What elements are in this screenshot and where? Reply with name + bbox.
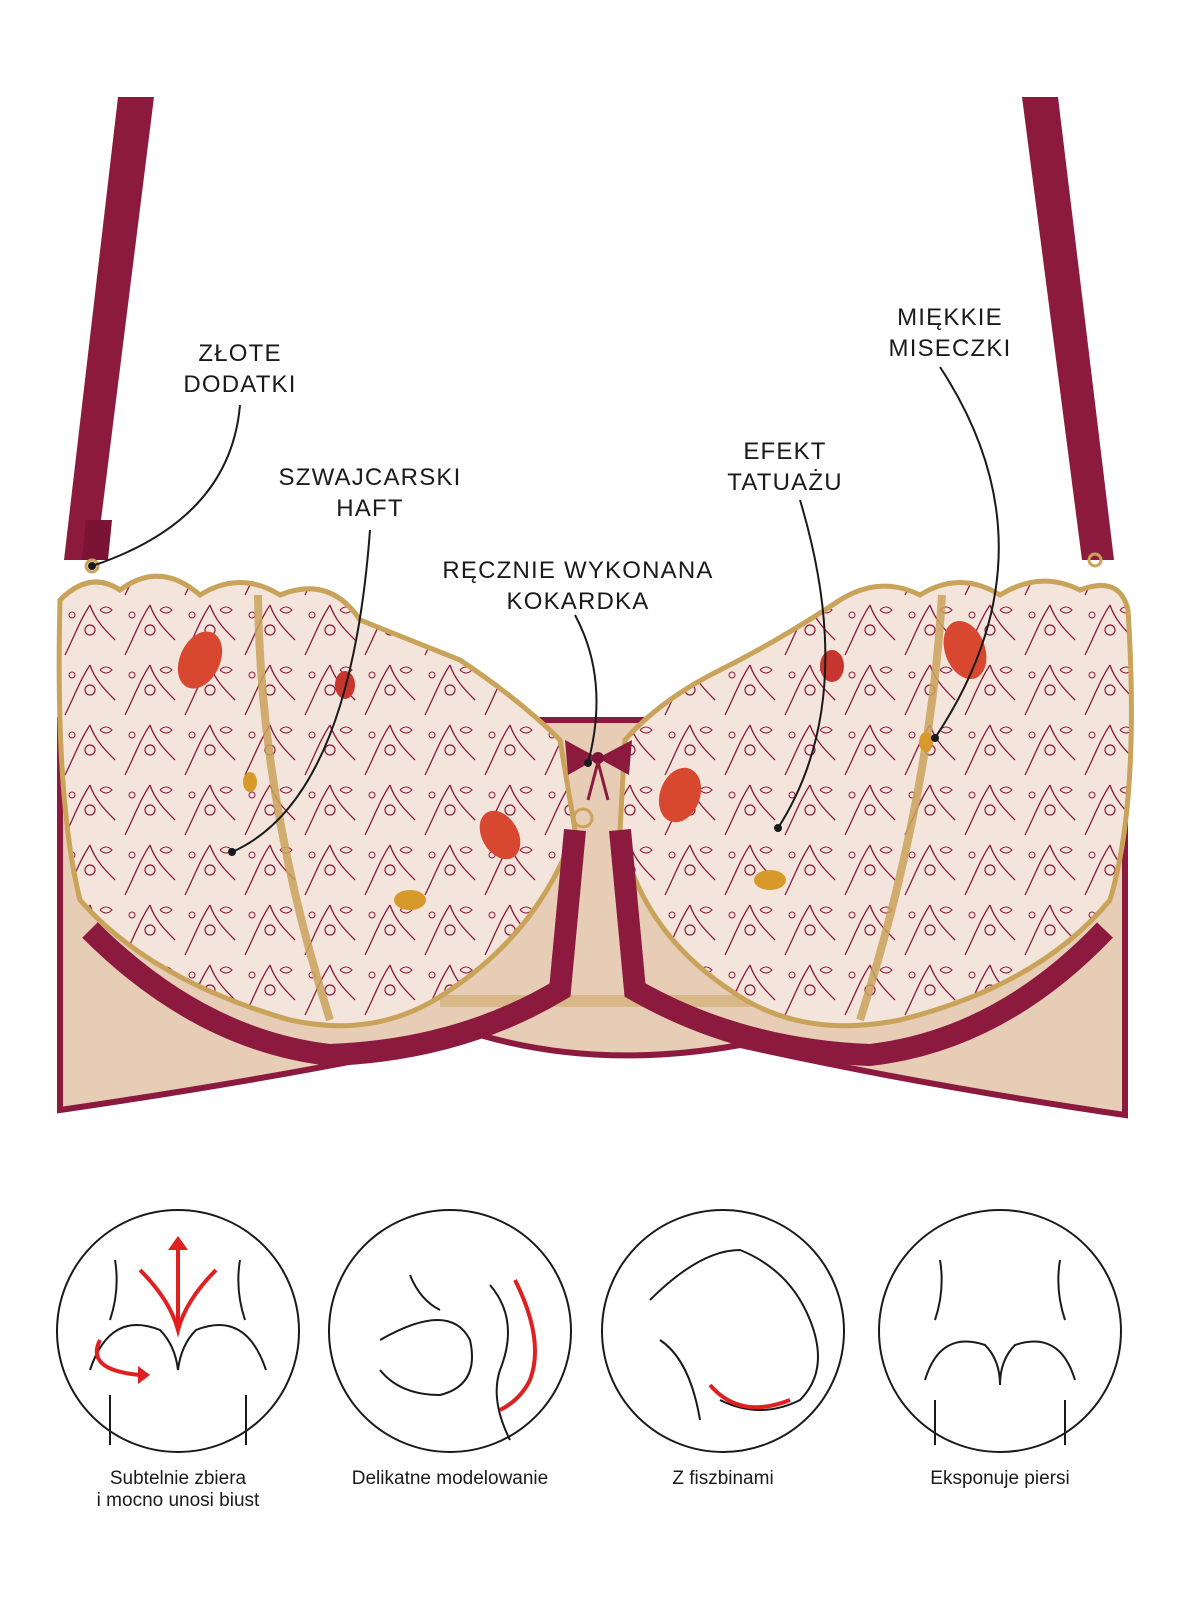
callout-dots	[88, 562, 939, 856]
gold-charm	[572, 807, 594, 829]
callout-swiss-embroidery-line1: SZWAJCARSKI	[278, 464, 462, 491]
right-underwire	[609, 828, 1113, 1067]
right-cup-seam	[856, 594, 946, 1022]
feature-icon-modeling	[328, 1209, 572, 1453]
feature-icon-expose	[878, 1209, 1122, 1453]
left-underwire	[82, 828, 586, 1067]
feature-label-modeling-line1: Delikatne modelowanie	[351, 1468, 549, 1489]
feature-label-expose: Eksponuje piersi	[900, 1468, 1100, 1490]
feature-icon-underwire	[601, 1209, 845, 1453]
feature-label-lift-line1: Subtelnie zbiera	[109, 1468, 247, 1489]
left-strap	[64, 97, 154, 560]
callout-tattoo-effect: EFEKT TATUAŻU	[715, 436, 855, 498]
callout-soft-cups-line2: MISECZKI	[888, 335, 1012, 362]
feature-label-underwire: Z fiszbinami	[623, 1468, 823, 1490]
callout-gold-accents-line2: DODATKI	[183, 371, 297, 398]
callout-handmade-bow: RĘCZNIE WYKONANA KOKARDKA	[428, 555, 728, 617]
left-cup-seam	[254, 594, 334, 1022]
feature-label-lift: Subtelnie zbiera i mocno unosi biust	[68, 1468, 288, 1512]
band-trim	[440, 995, 760, 1007]
bee-embroidery	[243, 732, 933, 910]
right-strap	[1022, 97, 1114, 560]
feature-icon-lift	[56, 1209, 300, 1453]
callout-gold-accents: ZŁOTE DODATKI	[170, 338, 310, 400]
butterfly-embroidery	[177, 620, 987, 860]
callout-swiss-embroidery-line2: HAFT	[336, 495, 404, 522]
callout-soft-cups-line1: MIĘKKIE	[897, 304, 1003, 331]
callout-soft-cups: MIĘKKIE MISECZKI	[875, 302, 1025, 364]
feature-label-underwire-line1: Z fiszbinami	[672, 1468, 774, 1489]
left-cup	[56, 573, 578, 1029]
callout-gold-accents-line1: ZŁOTE	[198, 340, 282, 367]
callout-tattoo-effect-line1: EFEKT	[743, 438, 827, 465]
gold-ring-right	[1087, 552, 1103, 568]
callout-handmade-bow-line2: KOKARDKA	[506, 588, 650, 615]
bow	[565, 740, 632, 829]
callout-tattoo-effect-line2: TATUAŻU	[727, 469, 843, 496]
feature-label-lift-line2: i mocno unosi biust	[96, 1490, 260, 1511]
gold-ring-left	[84, 558, 100, 574]
callout-swiss-embroidery: SZWAJCARSKI HAFT	[270, 462, 470, 524]
feature-label-expose-line1: Eksponuje piersi	[930, 1468, 1070, 1489]
feature-label-modeling: Delikatne modelowanie	[330, 1468, 570, 1490]
callout-leaders	[91, 366, 1000, 853]
callout-handmade-bow-line1: RĘCZNIE WYKONANA	[442, 557, 714, 584]
